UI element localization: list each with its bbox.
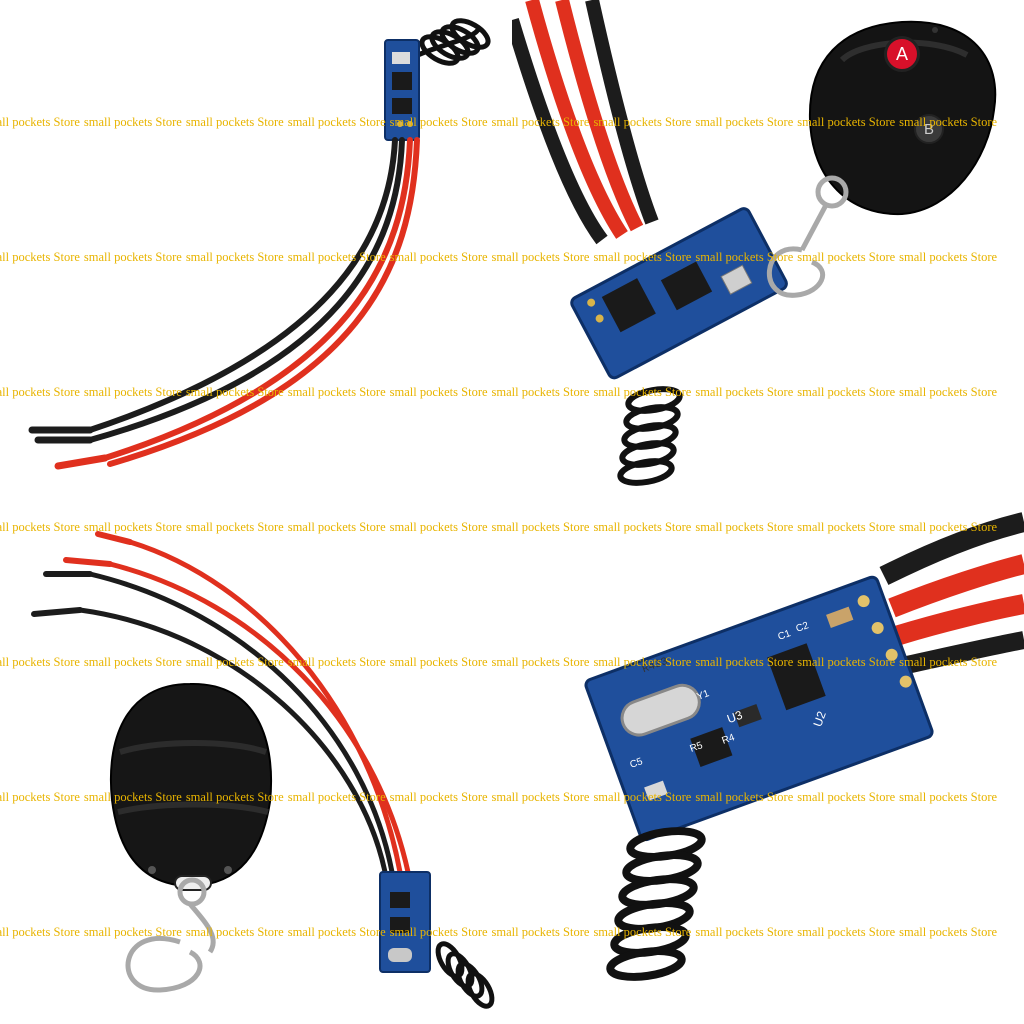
antenna-coil — [606, 827, 706, 981]
module-and-remote-illustration — [512, 0, 997, 486]
antenna-coil — [617, 386, 683, 486]
keyring — [767, 175, 849, 298]
pcb-module — [384, 39, 420, 141]
pcb-board — [584, 575, 934, 842]
panel-receiver-pcb-closeup: R433 U3 Y1 U2 R5 R4 C5 C1 C2 — [512, 512, 1024, 1024]
antenna-coil — [435, 941, 495, 1009]
keyring — [125, 877, 216, 993]
remote-back-illustration — [31, 531, 495, 1009]
pcb-module — [379, 871, 431, 973]
pcb-closeup-illustration — [584, 512, 1024, 981]
wire-bundle — [879, 512, 1024, 675]
wire-bundle — [28, 137, 420, 470]
panel-receiver-module-with-remote-ab: A B — [512, 0, 1024, 512]
pcb-module — [570, 207, 788, 380]
remote-control-back — [109, 682, 273, 891]
panel-receiver-module-with-wires — [0, 0, 512, 512]
remote-button-b: B — [914, 114, 944, 144]
remote-button-a: A — [884, 36, 920, 72]
wire-bundle — [31, 531, 411, 875]
wire-bundle — [512, 0, 659, 245]
panel-remote-back-and-module — [0, 512, 512, 1024]
receiver-module-illustration — [28, 18, 491, 470]
antenna-coil — [416, 18, 491, 66]
